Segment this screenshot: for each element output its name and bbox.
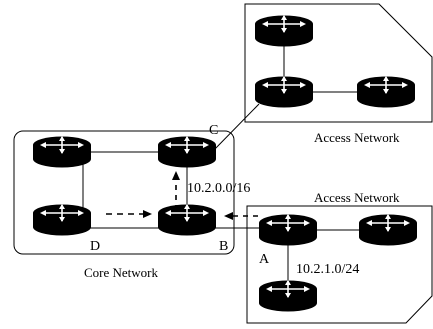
access-network-bottom-label: Access Network [314, 190, 400, 205]
core-network-region [13, 130, 235, 255]
access-network-bottom-region [246, 205, 433, 324]
access-network-top-region [244, 3, 433, 123]
node-label-b: B [219, 239, 228, 254]
dashed-arrow-a-to-b-head [224, 212, 233, 220]
router-icon-a [258, 213, 318, 247]
node-label-c: C [209, 123, 218, 138]
advertisement-arrows [106, 171, 258, 220]
prefix-label-a: 10.2.1.0/24 [296, 262, 359, 277]
prefix-label-b: 10.2.0.0/16 [187, 181, 250, 196]
router-icon-access-bottom-lower [258, 279, 318, 313]
router-icon-access-top-2 [254, 75, 314, 109]
links [62, 36, 388, 296]
dashed-arrow-d-to-b-head [143, 210, 152, 218]
access-network-top-label: Access Network [314, 130, 400, 145]
router-icon-access-bottom-right [358, 213, 418, 247]
router-icon-c [157, 135, 217, 169]
router-icon-access-top-1 [254, 14, 314, 48]
router-icon-access-top-3 [356, 75, 416, 109]
router-icon-b [157, 203, 217, 237]
dashed-arrow-b-to-c-head [172, 171, 180, 180]
core-network-label: Core Network [84, 265, 159, 280]
node-label-a: A [259, 252, 270, 267]
node-label-d: D [90, 239, 100, 254]
link-top2-c [211, 103, 260, 153]
router-icon-d [32, 203, 92, 237]
router-icon-core-top-left [32, 135, 92, 169]
